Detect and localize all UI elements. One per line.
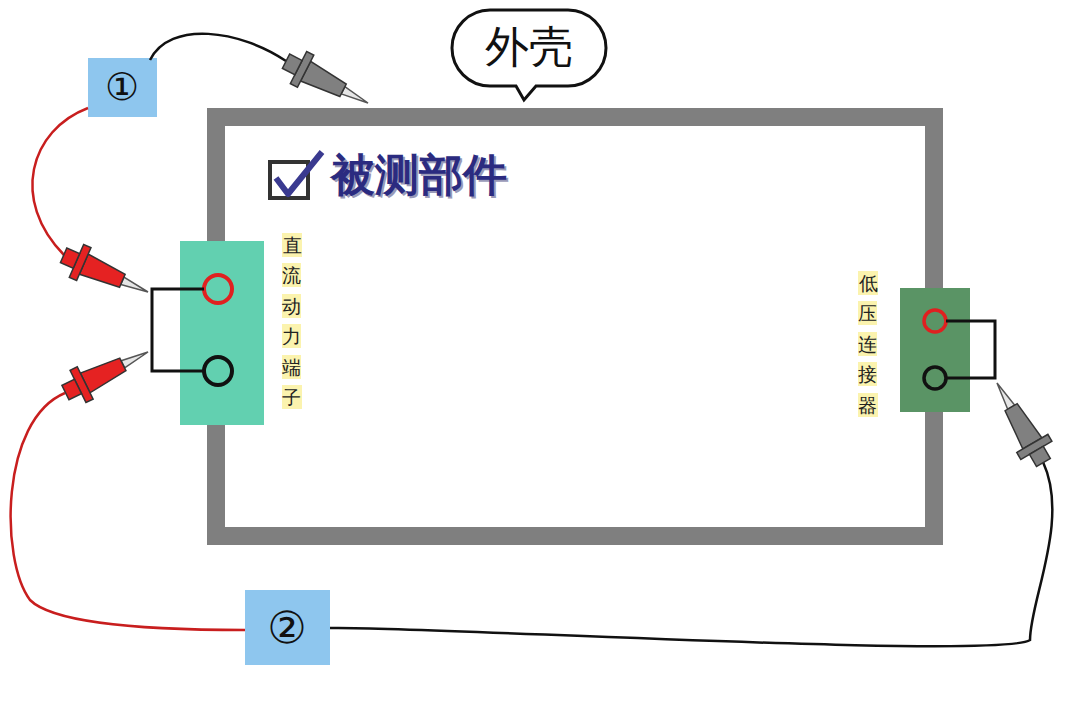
terminal-name: 直流动力端子 bbox=[282, 233, 302, 409]
housing-box: 被测部件直流动力端子 低压连接器 bbox=[207, 108, 943, 545]
terminal-label: 低压连接器 bbox=[858, 268, 877, 420]
positive-pin bbox=[924, 310, 946, 332]
callout-box bbox=[245, 590, 330, 665]
red-probe bbox=[56, 239, 155, 309]
speech-bubble bbox=[452, 10, 606, 100]
grey-probe bbox=[278, 45, 376, 119]
red-wire bbox=[32, 108, 88, 255]
positive-terminal bbox=[204, 275, 232, 303]
housing-callout: 外壳 bbox=[485, 18, 573, 77]
terminal-name: 低压连接器 bbox=[858, 271, 878, 417]
part-title: 被测部件 bbox=[331, 146, 507, 205]
housing-outline bbox=[216, 117, 934, 536]
black-wire bbox=[330, 462, 1052, 646]
callout-box bbox=[88, 58, 157, 117]
red-wire bbox=[11, 393, 245, 630]
red-probe bbox=[58, 336, 156, 409]
terminal-label: 直流动力端子 bbox=[282, 230, 301, 412]
dc-terminal-block bbox=[180, 241, 264, 425]
jumper-wire bbox=[152, 289, 204, 371]
jumper-wire bbox=[946, 321, 995, 378]
callout-number: ① bbox=[105, 65, 139, 109]
callout-number: ② bbox=[267, 602, 306, 653]
lv-connector-block bbox=[900, 288, 970, 412]
negative-pin bbox=[924, 367, 946, 389]
grey-probe bbox=[981, 374, 1058, 472]
black-wire bbox=[150, 34, 286, 61]
checkbox-icon bbox=[270, 152, 322, 198]
negative-terminal bbox=[204, 357, 232, 385]
